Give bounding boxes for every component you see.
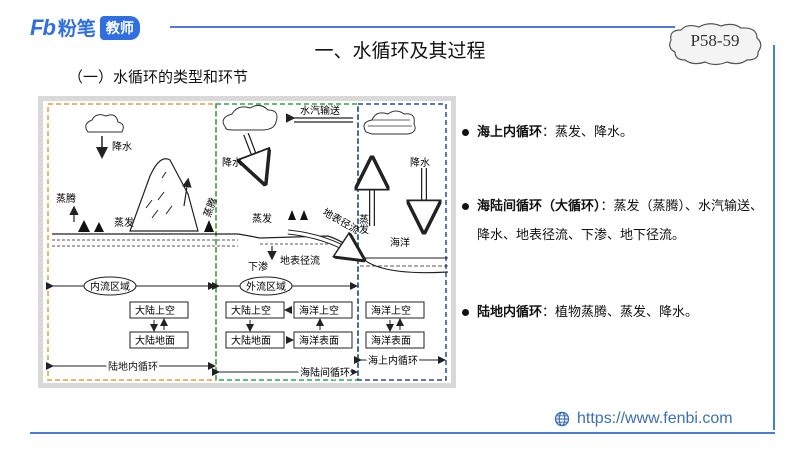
bullet-desc: 蒸发（蒸腾）、水汽输送、降水、地表径流、下渗、地下径流。: [477, 199, 764, 243]
bullet-term: 海陆间循环（大循环）: [477, 199, 601, 214]
logo-text: 粉笔: [57, 18, 96, 40]
list-item: 海陆间循环（大循环）：蒸发（蒸腾）、水汽输送、降水、地表径流、下渗、地下径流。: [460, 192, 765, 250]
bullet-dot: [462, 203, 469, 210]
fenbi-logo[interactable]: Fb 粉笔 教师: [30, 14, 140, 41]
ocean-region-frame: [357, 103, 447, 381]
label-evap-mid: 蒸发: [252, 212, 272, 225]
logo-tag: 教师: [99, 15, 140, 40]
label-infiltration: 下渗: [248, 260, 268, 273]
page-badge: P58-59: [665, 22, 765, 66]
label-inner-region: 内流区域: [90, 280, 130, 293]
box-sea-surface-mid: 海洋表面: [299, 334, 339, 347]
label-vapor-transport: 水汽输送: [300, 104, 340, 117]
label-ocean: 海洋: [390, 236, 410, 249]
page-title: 一、水循环及其过程: [314, 40, 486, 62]
page-range: P58-59: [690, 31, 740, 50]
bullet-desc: 植物蒸腾、蒸发、降水。: [555, 305, 699, 320]
cloud-icon: [222, 104, 278, 131]
bullet-term: 陆地内循环: [477, 305, 543, 320]
box-sea-air-right: 海洋上空: [371, 304, 411, 317]
bullet-sep: ：: [542, 125, 556, 140]
footer-link[interactable]: https://www.fenbi.com: [554, 410, 733, 428]
label-surface-runoff: 地表径流: [280, 254, 320, 267]
list-item: 海上内循环：蒸发、降水。: [460, 118, 765, 147]
box-land-surface: 大陆地面: [135, 334, 175, 347]
bullet-sep: ：: [600, 199, 614, 214]
footer-url[interactable]: https://www.fenbi.com: [577, 410, 733, 427]
tree-icon: [78, 210, 308, 232]
section-subtitle: （一）水循环的类型和环节: [68, 68, 249, 86]
bullet-term: 海上内循环: [477, 125, 543, 140]
label-sea-cycle: 海上内循环: [368, 354, 418, 367]
label-land-cycle: 陆地内循环: [108, 360, 158, 373]
label-precip-right: 降水: [410, 156, 430, 169]
label-evap-left: 蒸发: [114, 216, 134, 229]
bullet-sep: ：: [542, 305, 556, 320]
footer-rule: [30, 432, 775, 434]
right-rule: [773, 45, 775, 430]
logo-mark: Fb: [30, 14, 56, 40]
list-item: 陆地内循环：植物蒸腾、蒸发、降水。: [460, 298, 765, 327]
label-sea-land-cycle: 海陆间循环: [300, 366, 350, 379]
box-land-air-mid: 大陆上空: [231, 304, 271, 317]
box-sea-air-mid: 海洋上空: [299, 304, 339, 317]
box-land-surface-mid: 大陆地面: [231, 334, 271, 347]
bullet-dot: [462, 129, 469, 136]
cloud-icon: [85, 114, 124, 133]
label-evap-right: 蒸发: [357, 214, 369, 235]
mountain-icon: [129, 158, 199, 232]
water-cycle-figure: 降水 降水 水汽输送 蒸发 降水 蒸腾 蒸发: [38, 96, 456, 388]
header-rule: [170, 26, 675, 28]
globe-icon: [554, 411, 570, 427]
box-land-air: 大陆上空: [135, 304, 175, 317]
bullet-dot: [462, 309, 469, 316]
cloud-icon: [363, 110, 416, 135]
bullet-desc: 蒸发、降水。: [555, 125, 634, 140]
cloud-badge-shape: [669, 23, 762, 66]
box-sea-surface-right: 海洋表面: [371, 334, 411, 347]
label-precip-mid: 降水: [222, 156, 242, 169]
label-transpiration: 蒸腾: [56, 192, 76, 205]
label-precip-left: 降水: [112, 140, 132, 153]
water-cycle-diagram: 降水 降水 水汽输送 蒸发 降水 蒸腾 蒸发: [38, 96, 456, 388]
label-outer-region: 外流区域: [246, 280, 286, 293]
